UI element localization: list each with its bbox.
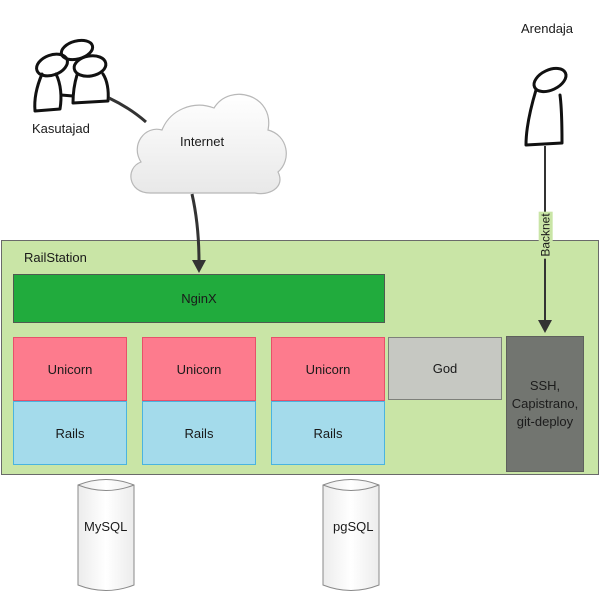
developer-label: Arendaja [521, 21, 574, 36]
pgsql-database-icon [322, 479, 380, 591]
rails-box: Rails [142, 401, 256, 465]
nginx-box: NginX [13, 274, 385, 323]
ssh-capistrano-box: SSH, Capistrano, git-deploy [506, 336, 584, 472]
pgsql-label: pgSQL [333, 519, 374, 534]
rails-label: Rails [55, 425, 85, 441]
mysql-label: MySQL [84, 519, 128, 534]
god-box: God [388, 337, 502, 400]
unicorn-label: Unicorn [176, 361, 222, 377]
ssh-line: SSH, [529, 378, 561, 393]
unicorn-box: Unicorn [13, 337, 127, 401]
users-internet-connector [108, 96, 147, 124]
mysql-database-icon [77, 479, 135, 591]
rails-box: Rails [271, 401, 385, 465]
unicorn-box: Unicorn [271, 337, 385, 401]
rails-box: Rails [13, 401, 127, 465]
unicorn-label: Unicorn [47, 361, 93, 377]
person-icon [524, 66, 568, 147]
internet-label: Internet [180, 134, 225, 149]
users-group-icon [33, 38, 110, 113]
nginx-label: NginX [181, 291, 217, 306]
railstation-label: RailStation [24, 250, 87, 265]
users-label: Kasutajad [32, 121, 90, 136]
ssh-line: git-deploy [516, 414, 574, 429]
backnet-label-wrap: Backnet [531, 211, 561, 259]
rails-label: Rails [184, 425, 214, 441]
unicorn-label: Unicorn [305, 361, 351, 377]
god-label: God [432, 361, 458, 376]
rails-label: Rails [313, 425, 343, 441]
unicorn-box: Unicorn [142, 337, 256, 401]
ssh-line: Capistrano, [511, 396, 579, 411]
backnet-label: Backnet [539, 211, 554, 259]
